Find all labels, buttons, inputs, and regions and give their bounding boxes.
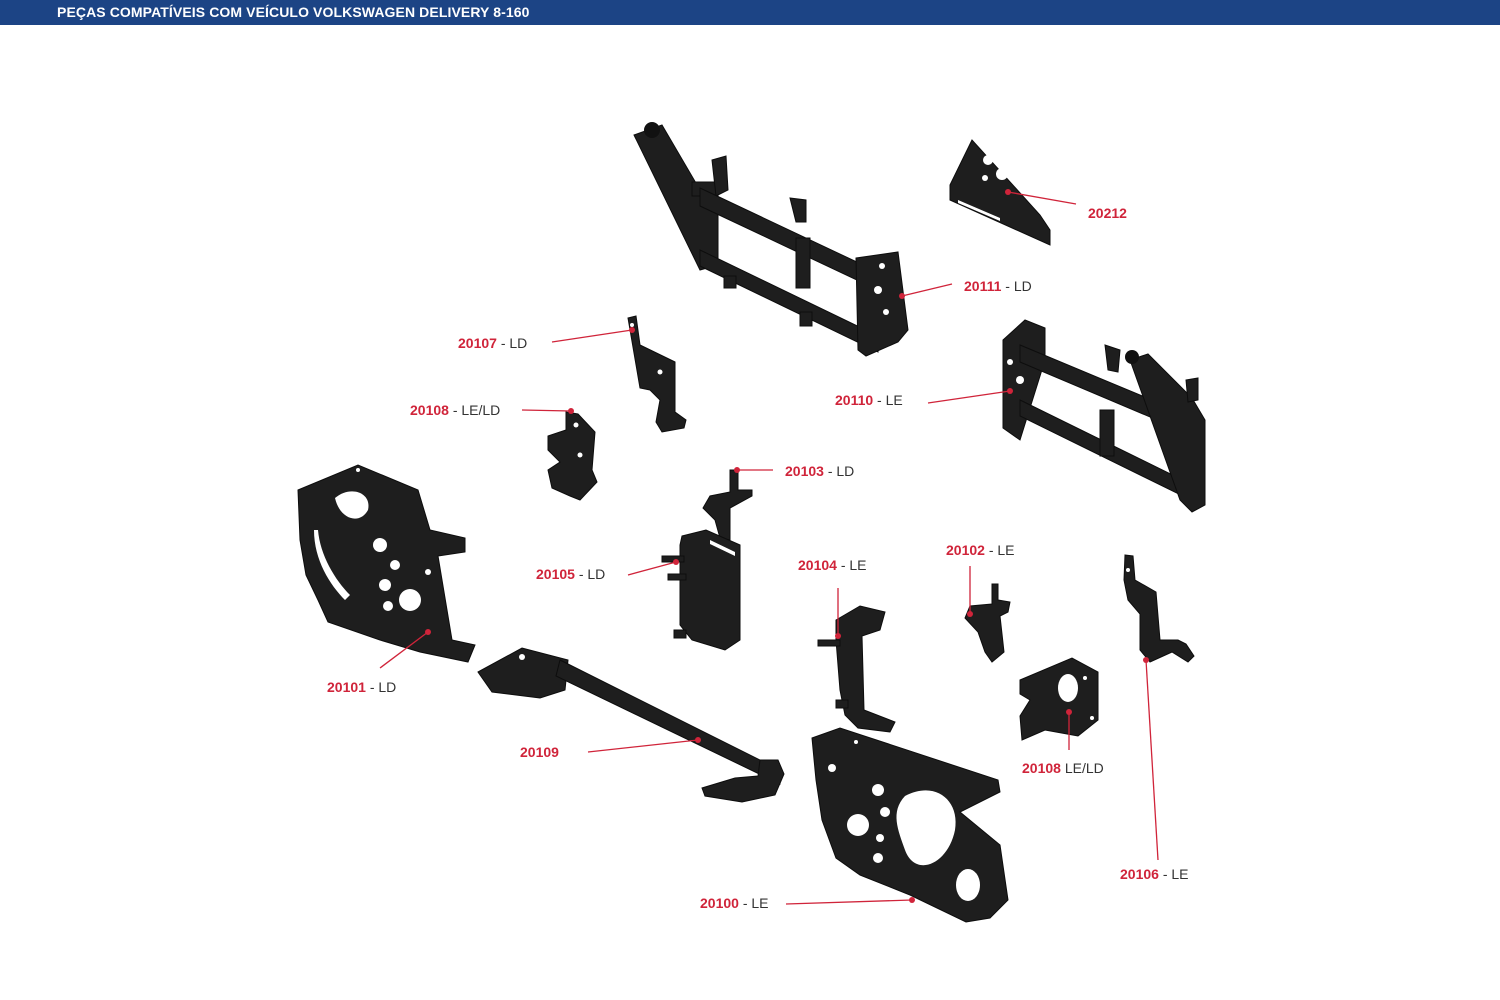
part-20103 bbox=[702, 469, 753, 541]
callout-20106: 20106 - LE bbox=[1120, 866, 1189, 882]
leader-lines bbox=[379, 189, 1159, 905]
callout-20105: 20105 - LD bbox=[536, 566, 606, 582]
callout-20104: 20104 - LE bbox=[798, 557, 867, 573]
part-20212 bbox=[949, 139, 1051, 246]
callout-20107: 20107 - LD bbox=[458, 335, 528, 351]
part-20100 bbox=[811, 727, 1009, 923]
callout-20100: 20100 - LE bbox=[700, 895, 769, 911]
callout-20102: 20102 - LE bbox=[946, 542, 1015, 558]
page-title: PEÇAS COMPATÍVEIS COM VEÍCULO VOLKSWAGEN… bbox=[57, 4, 530, 20]
part-20108-upper bbox=[547, 411, 598, 501]
callout-20109: 20109 bbox=[520, 744, 559, 760]
part-20109 bbox=[477, 647, 785, 803]
callout-20111: 20111 - LD bbox=[964, 278, 1032, 294]
part-20102 bbox=[964, 583, 1011, 663]
callout-20101: 20101 - LD bbox=[327, 679, 397, 695]
part-20106 bbox=[1123, 554, 1195, 663]
callout-20103: 20103 - LD bbox=[785, 463, 855, 479]
callout-20108-lower: 20108 LE/LD bbox=[1022, 760, 1104, 776]
callout-20108-upper: 20108 - LE/LD bbox=[410, 402, 501, 418]
part-20108-lower bbox=[1019, 657, 1099, 741]
header-bar: PEÇAS COMPATÍVEIS COM VEÍCULO VOLKSWAGEN… bbox=[0, 0, 1500, 25]
part-20101 bbox=[297, 464, 476, 663]
part-20111 bbox=[633, 122, 909, 357]
part-20107 bbox=[627, 315, 687, 433]
part-20105 bbox=[661, 529, 741, 651]
callout-20110: 20110 - LE bbox=[835, 392, 903, 408]
part-20110 bbox=[1002, 319, 1206, 513]
part-20104 bbox=[817, 605, 896, 733]
callout-20212: 20212 bbox=[1088, 205, 1127, 221]
